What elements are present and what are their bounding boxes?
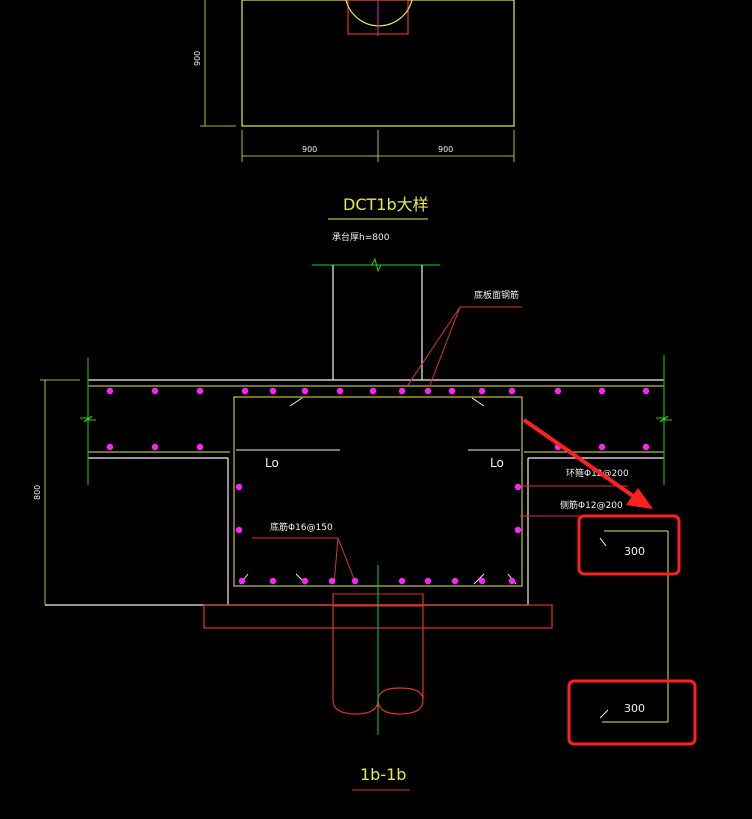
annotation-arrow-head <box>626 488 653 509</box>
rebar-dot <box>238 577 246 585</box>
rebar-dot <box>151 387 159 395</box>
rebar-dot <box>196 387 204 395</box>
break-mark-right <box>656 415 672 423</box>
rebar-dot <box>351 577 359 585</box>
rebar-dot <box>642 387 650 395</box>
rebar-dot <box>448 387 456 395</box>
plan-dim-vertical: 900 <box>193 51 202 66</box>
rebar-dot <box>478 387 486 395</box>
rebar-dot <box>301 577 309 585</box>
plan-note: 承台厚h=800 <box>332 231 390 243</box>
leader-top-2 <box>429 306 461 386</box>
label-bottom: 底筋Φ16@150 <box>270 521 333 533</box>
cap-rebar-cage <box>233 396 523 460</box>
rebar-dot <box>508 387 516 395</box>
rebar-dot <box>301 387 309 395</box>
rebar-dot <box>398 387 406 395</box>
plan-title: DCT1b大样 <box>343 195 429 214</box>
rebar-dot <box>269 577 277 585</box>
detail-top-value: 300 <box>624 545 645 558</box>
plan-dim-left: 900 <box>302 145 317 154</box>
detail-hook-top <box>599 537 607 547</box>
rebar-dot <box>369 387 377 395</box>
detail-bottom-value: 300 <box>624 702 645 715</box>
rebar-dot <box>478 577 486 585</box>
hook-tl <box>289 397 303 407</box>
plan-view: 900 900 900 DCT1b大样 承台厚h=800 <box>193 0 515 243</box>
rebar-dot <box>424 387 432 395</box>
rebar-dot <box>514 526 522 534</box>
rebar-dot <box>398 577 406 585</box>
hook-tr <box>471 397 485 407</box>
highlight-box-bottom <box>567 679 697 746</box>
rebar-dot <box>328 577 336 585</box>
rebar-dot <box>235 526 243 534</box>
pile-body <box>332 594 424 715</box>
rebar-dots <box>106 387 650 585</box>
detail-hook-bottom <box>599 709 609 719</box>
pile-circle <box>345 0 413 27</box>
label-side: 侧筋Φ12@200 <box>560 499 623 511</box>
highlight-box-top <box>577 514 681 576</box>
detail-view: 300 300 <box>522 418 697 746</box>
rebar-dot <box>336 387 344 395</box>
plan-outline <box>241 0 515 127</box>
lo-label-left: Lo <box>265 456 279 470</box>
annotation-arrow-shaft <box>522 418 638 500</box>
leader-bottom-1 <box>337 537 357 585</box>
rebar-dot <box>508 577 516 585</box>
rebar-dot <box>196 443 204 451</box>
section-title: 1b-1b <box>360 765 406 784</box>
rebar-dot <box>451 577 459 585</box>
rebar-dot <box>514 483 522 491</box>
dim-height-label: 800 <box>33 485 42 500</box>
leader-top-1 <box>407 306 461 386</box>
hook-b3 <box>473 573 485 585</box>
break-mark-left <box>80 415 96 423</box>
rebar-dot <box>598 387 606 395</box>
rebar-dot <box>554 387 562 395</box>
rebar-dot <box>151 443 159 451</box>
rebar-dot <box>424 577 432 585</box>
column-break-mark <box>371 257 382 273</box>
leader-bottom-2 <box>333 537 339 585</box>
rebar-dot <box>642 443 650 451</box>
rebar-dot <box>241 387 249 395</box>
rebar-dot <box>106 387 114 395</box>
rebar-dot <box>598 443 606 451</box>
section-view: Lo Lo 800 底板面钢筋 环箍Φ12@200 侧筋Φ12@200 底筋Φ1… <box>33 257 672 791</box>
rebar-dot <box>106 443 114 451</box>
plan-dim-right: 900 <box>438 145 453 154</box>
lo-label-right: Lo <box>490 456 504 470</box>
rebar-dot <box>269 387 277 395</box>
rebar-dot <box>235 483 243 491</box>
label-top-rebar: 底板面钢筋 <box>474 289 519 301</box>
